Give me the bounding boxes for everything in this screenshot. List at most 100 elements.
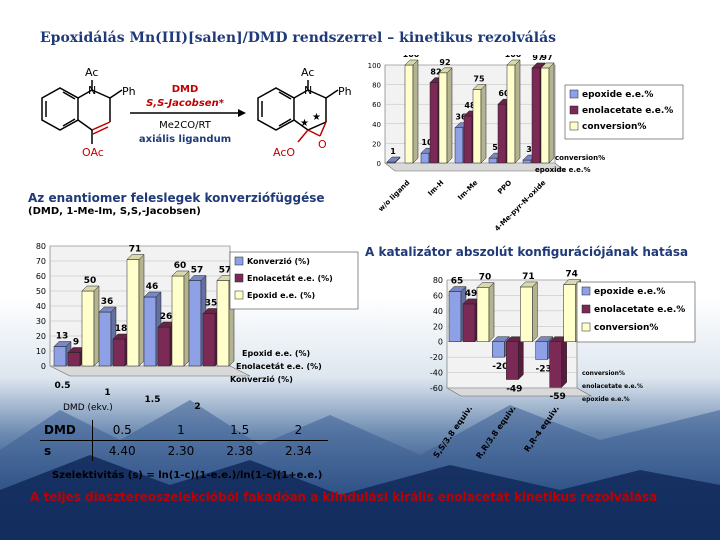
legend-swatch	[234, 290, 244, 300]
data-label: 74	[565, 270, 578, 280]
data-label: 13	[56, 332, 69, 342]
data-label: 46	[146, 282, 159, 292]
legend-label: conversion%	[594, 323, 658, 333]
data-label: 18	[115, 324, 128, 334]
legend-swatch	[569, 89, 579, 99]
data-label: 5	[492, 143, 498, 152]
x-tick-label: R,R-4 equiv.	[522, 404, 561, 454]
data-label: 50	[84, 276, 97, 286]
data-label: 35	[205, 299, 218, 309]
legend-label: conversion%	[582, 122, 646, 132]
depth-axis-label: Konverzió (%)	[230, 374, 293, 384]
table-cell: 2	[269, 420, 328, 441]
x-tick-label: 1	[104, 388, 110, 398]
table-cell: 2.38	[226, 444, 254, 458]
bar	[81, 285, 100, 367]
condition-solvent: Me2CO/RT	[159, 120, 212, 131]
data-label: 71	[522, 272, 535, 282]
bar	[491, 336, 510, 358]
product-structure	[257, 80, 339, 143]
pr-ph-label: Ph	[338, 85, 352, 98]
y-tick-label: 40	[372, 121, 381, 129]
y-tick-label: 70	[36, 257, 46, 266]
data-label: 3	[526, 145, 532, 154]
chart-legend: epoxide e.e.%enolacetate e.e.%conversion…	[576, 281, 696, 343]
selectivity-formula: Szelektivitás (s) = ln(1-c)(1-e.e.)/ln(1…	[52, 470, 323, 481]
data-label: 60	[174, 261, 187, 271]
data-label: 70	[479, 273, 492, 283]
sm-oac-label: OAc	[82, 146, 104, 159]
data-label: 57	[191, 266, 204, 276]
y-tick-label: 80	[36, 242, 46, 251]
bar	[171, 270, 190, 367]
bar	[438, 67, 453, 164]
bar	[98, 306, 117, 367]
y-tick-label: 80	[372, 82, 381, 90]
slide-footer: A teljes diasztereoszelekcióból fakadóan…	[30, 490, 658, 504]
bar	[472, 83, 487, 164]
y-tick-label: 100	[368, 62, 381, 70]
y-tick-label: -40	[430, 369, 443, 378]
data-label: 71	[129, 245, 142, 255]
pr-n-label: N	[304, 84, 312, 97]
chart-legend: Konverzió (%)Enolacetát e.e. (%)Epoxid e…	[229, 251, 359, 310]
data-label: -49	[506, 385, 522, 395]
legend-swatch	[581, 322, 591, 332]
y-tick-label: 60	[433, 291, 443, 300]
legend-box	[229, 251, 359, 310]
x-tick-label: S,S/3.8 equiv.	[432, 404, 475, 460]
data-label: 26	[160, 312, 173, 322]
data-label: 75	[473, 75, 485, 84]
bar	[505, 336, 524, 381]
x-tick-label: Im-Me	[456, 179, 479, 202]
bar	[476, 282, 495, 343]
ligand-effect-chart: 0204060801001100w/o ligand108292Im-H3648…	[368, 55, 684, 233]
data-label: -20	[492, 362, 508, 372]
bar	[404, 59, 419, 164]
x-axis-title: DMD (ekv.)	[63, 403, 113, 413]
y-tick-label: -20	[430, 353, 443, 362]
stereo-star-1: ★	[300, 118, 309, 129]
depth-axis-label: epoxide e.e.%	[582, 396, 630, 403]
legend-label: epoxide e.e.%	[582, 90, 653, 100]
y-tick-label: 0	[41, 362, 46, 371]
y-tick-label: 0	[377, 160, 381, 168]
depth-axis-label: epoxide e.e.%	[535, 166, 591, 174]
bar	[386, 156, 401, 164]
data-label: 100	[403, 55, 420, 59]
depth-axis-label: Epoxid e.e. (%)	[242, 349, 310, 358]
pr-ac-label: Ac	[301, 66, 314, 79]
table-row: s 4.40 2.30 2.38 2.34	[40, 440, 328, 461]
bar	[519, 281, 538, 343]
data-label: -23	[536, 364, 552, 374]
legend-label: Enolacetát e.e. (%)	[247, 274, 333, 283]
chart-legend: epoxide e.e.% enolacetate e.e.% conversion…	[564, 84, 684, 140]
data-label: 97	[532, 55, 543, 62]
y-tick-label: 60	[372, 101, 381, 109]
y-tick-label: 0	[438, 338, 443, 347]
table-row: DMD 0.5 1 1.5 2	[40, 420, 328, 441]
stereo-star-2: ★	[312, 112, 321, 123]
legend-swatch	[234, 256, 244, 266]
bar	[540, 62, 555, 164]
table-cell: 2.34	[285, 444, 312, 458]
right-heading: A katalizátor abszolút konfigurációjának…	[365, 245, 689, 259]
pr-aco-label: AcO	[273, 146, 295, 159]
x-tick-label: R,R/3.8 equiv.	[474, 404, 517, 460]
data-label: 48	[464, 101, 476, 110]
legend-label: enolacetate e.e.%	[582, 106, 673, 116]
y-tick-label: 40	[433, 307, 443, 316]
sm-ac-label: Ac	[85, 66, 98, 79]
data-label: 57	[219, 266, 232, 276]
sm-n-label: N	[88, 84, 96, 97]
data-label: 82	[430, 68, 441, 77]
x-tick-label: 2	[194, 402, 200, 412]
plot-floor	[49, 365, 251, 377]
reaction-scheme: Ac N Ph OAc DMD S,S-Jacobsen* Me2CO/RT a…	[41, 66, 352, 159]
depth-axis-label: Enolacetát e.e. (%)	[236, 362, 322, 371]
left-subheading: (DMD, 1-Me-Im, S,S,-Jacobsen)	[28, 206, 201, 217]
slide-title: Epoxidálás Mn(III)[salen]/DMD rendszerre…	[40, 30, 557, 46]
table-cell: 4.40	[108, 444, 136, 458]
data-label: 36	[101, 297, 114, 307]
